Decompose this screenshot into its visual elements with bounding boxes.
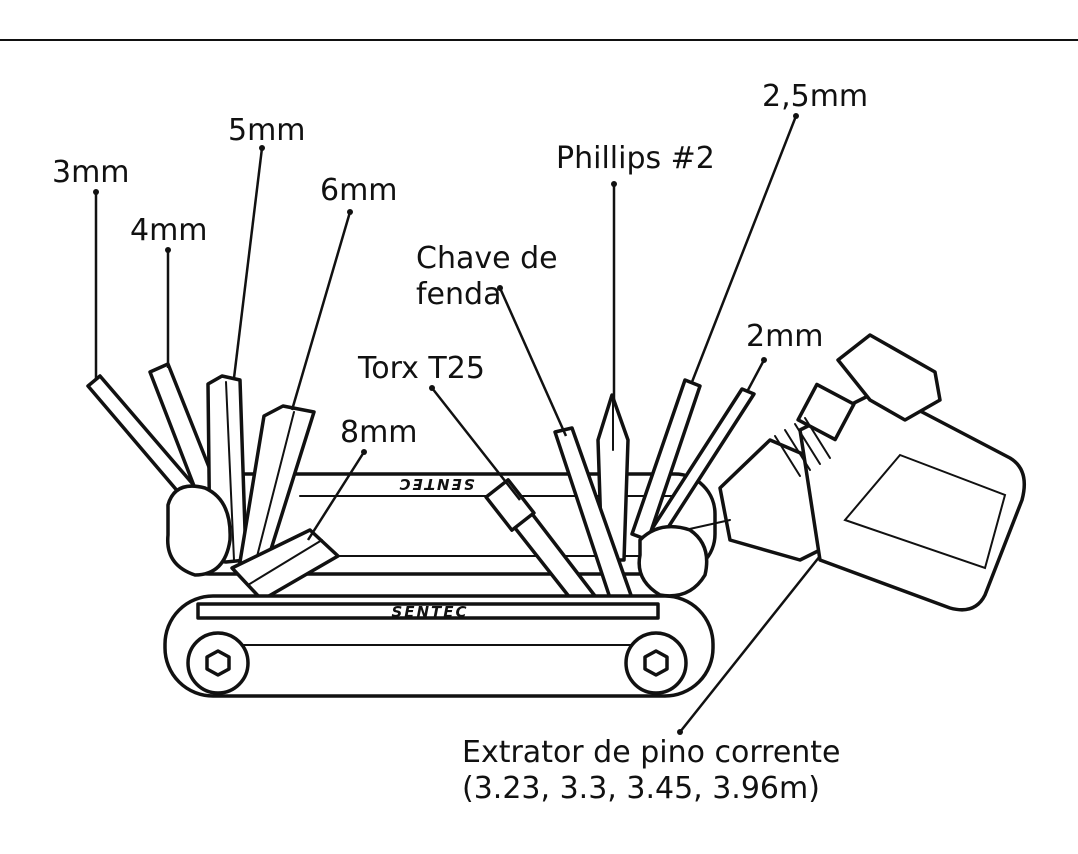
tool-8mm — [230, 528, 340, 602]
label-chain-tool-line2: (3.23, 3.3, 3.45, 3.96m) — [462, 771, 820, 806]
label-8mm: 8mm — [340, 415, 418, 450]
brand-top: SENTEC — [397, 475, 474, 493]
label-3mm: 3mm — [52, 155, 130, 190]
label-flat-line2: fenda — [416, 277, 501, 312]
label-2-5mm: 2,5mm — [762, 79, 868, 114]
label-6mm: 6mm — [320, 173, 398, 208]
chain-tool — [639, 333, 1026, 612]
pivot-joints — [166, 484, 709, 598]
label-5mm: 5mm — [228, 113, 306, 148]
label-chain-tool-line1: Extrator de pino corrente — [462, 735, 841, 770]
label-2mm: 2mm — [746, 319, 824, 354]
tool-6mm — [236, 404, 316, 580]
leader-lines — [93, 113, 821, 735]
label-flat-line1: Chave de — [416, 241, 558, 276]
brand-bottom: SENTEC — [391, 603, 468, 621]
label-phillips: Phillips #2 — [556, 141, 715, 176]
front-side-plate — [163, 594, 715, 698]
label-torx: Torx T25 — [357, 351, 485, 386]
label-4mm: 4mm — [130, 213, 208, 248]
